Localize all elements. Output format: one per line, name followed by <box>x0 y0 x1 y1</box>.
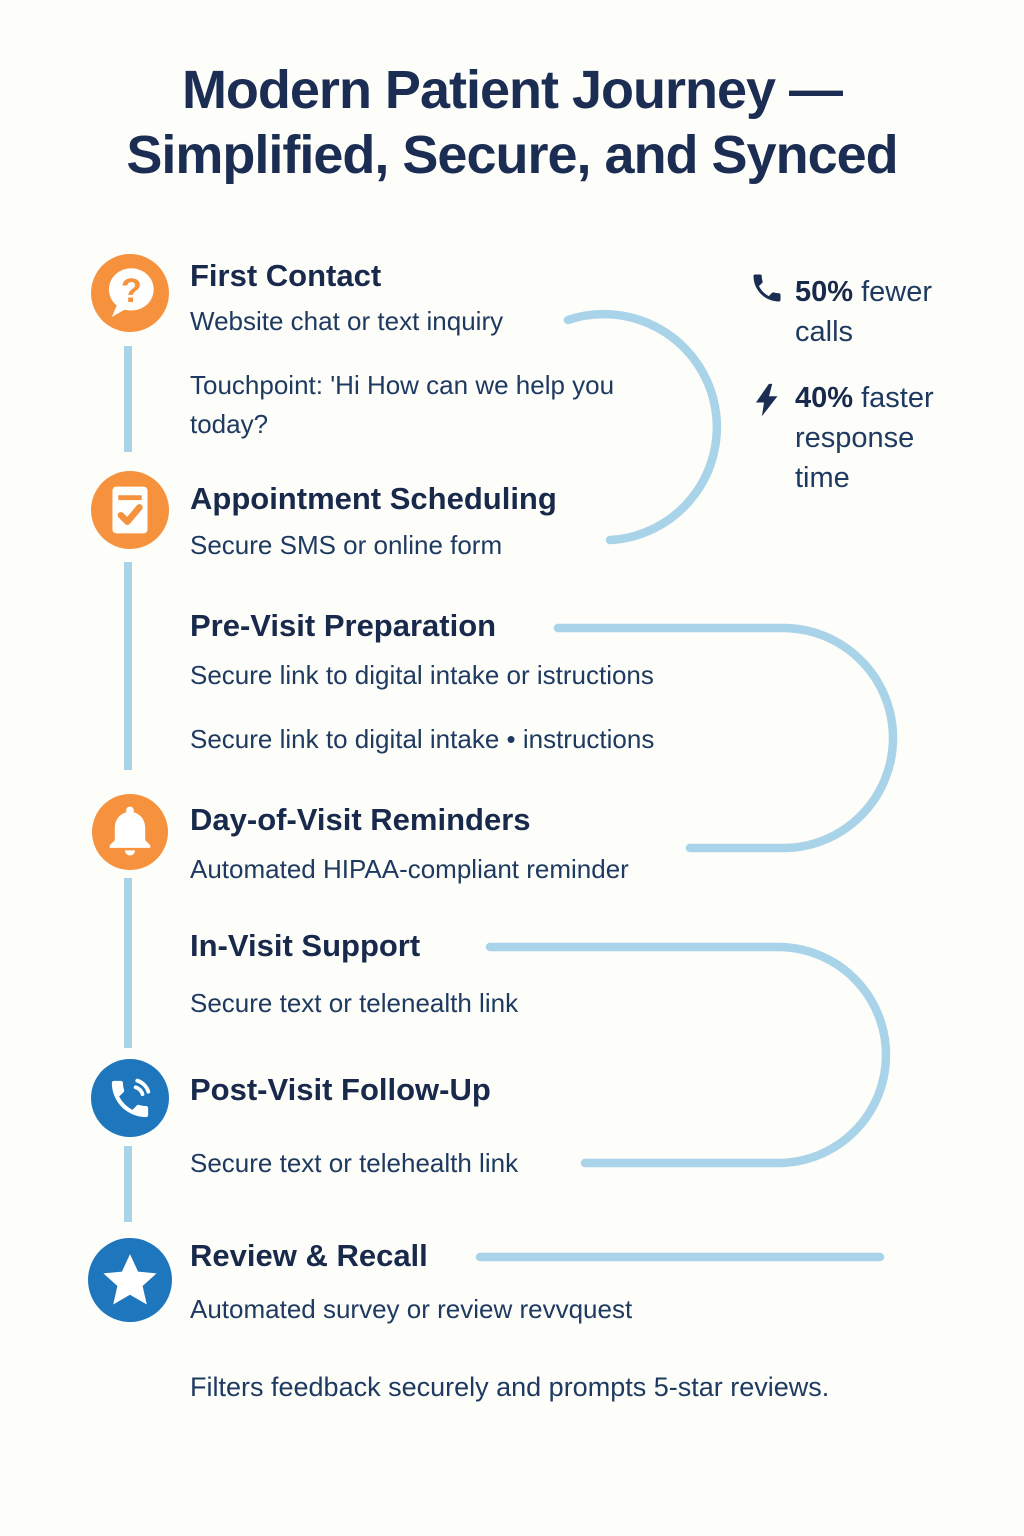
step-subtitle-post-visit-follow-up: Secure text or telehealth link <box>190 1148 519 1178</box>
chat-question-icon: ? <box>91 254 169 332</box>
step-title-pre-visit-preparation: Pre-Visit Preparation <box>190 608 497 643</box>
step-title-post-visit-follow-up: Post-Visit Follow-Up <box>190 1072 491 1107</box>
step-title-in-visit-support: In-Visit Support <box>190 928 421 963</box>
bell-icon <box>92 794 168 870</box>
step-subtitle-review-recall: Automated survey or review revvquest <box>190 1294 633 1324</box>
step-title-first-contact: First Contact <box>190 258 382 293</box>
stat-faster-response: 40% faster response time <box>795 378 973 498</box>
stat-value: 40% <box>795 382 854 414</box>
clipboard-check-icon <box>91 471 169 549</box>
step-subtitle-appointment-scheduling: Secure SMS or online form <box>190 530 503 560</box>
step-title-appointment-scheduling: Appointment Scheduling <box>190 481 557 516</box>
step-note-first-contact: Touchpoint: 'Hi How can we help you toda… <box>190 370 615 439</box>
svg-text:?: ? <box>121 272 142 310</box>
stat-value: 50% <box>795 276 854 308</box>
step-title-day-of-visit-reminders: Day-of-Visit Reminders <box>190 802 531 837</box>
page-title-line2: Simplified, Secure, and Synced <box>126 125 898 185</box>
step-title-review-recall: Review & Recall <box>190 1238 428 1273</box>
connector-arc-1 <box>563 309 722 545</box>
connector-arc-3 <box>485 942 891 1168</box>
star-icon <box>88 1238 172 1322</box>
phone-call-icon <box>91 1059 169 1137</box>
step-subtitle-first-contact: Website chat or text inquiry <box>190 306 504 336</box>
footer-note: Filters feedback securely and prompts 5-… <box>190 1372 830 1402</box>
phone-icon <box>749 270 785 306</box>
lightning-icon <box>748 379 786 421</box>
connector-arc-2 <box>553 623 898 853</box>
stat-label: faster response time <box>795 382 934 494</box>
step-subtitle-day-of-visit-reminders: Automated HIPAA-compliant reminder <box>190 854 629 884</box>
stat-fewer-calls: 50% fewer calls <box>795 272 970 352</box>
step-subtitle-pre-visit-preparation: Secure link to digital intake or istruct… <box>190 660 654 690</box>
step-subtitle-in-visit-support: Secure text or telenealth link <box>190 988 519 1018</box>
stat-label: fewer calls <box>795 276 933 348</box>
step-note-pre-visit-preparation: Secure link to digital intake • instruct… <box>190 724 655 754</box>
page-title-line1: Modern Patient Journey — <box>181 60 843 120</box>
page-title: Modern Patient Journey — Simplified, Sec… <box>0 58 1024 188</box>
